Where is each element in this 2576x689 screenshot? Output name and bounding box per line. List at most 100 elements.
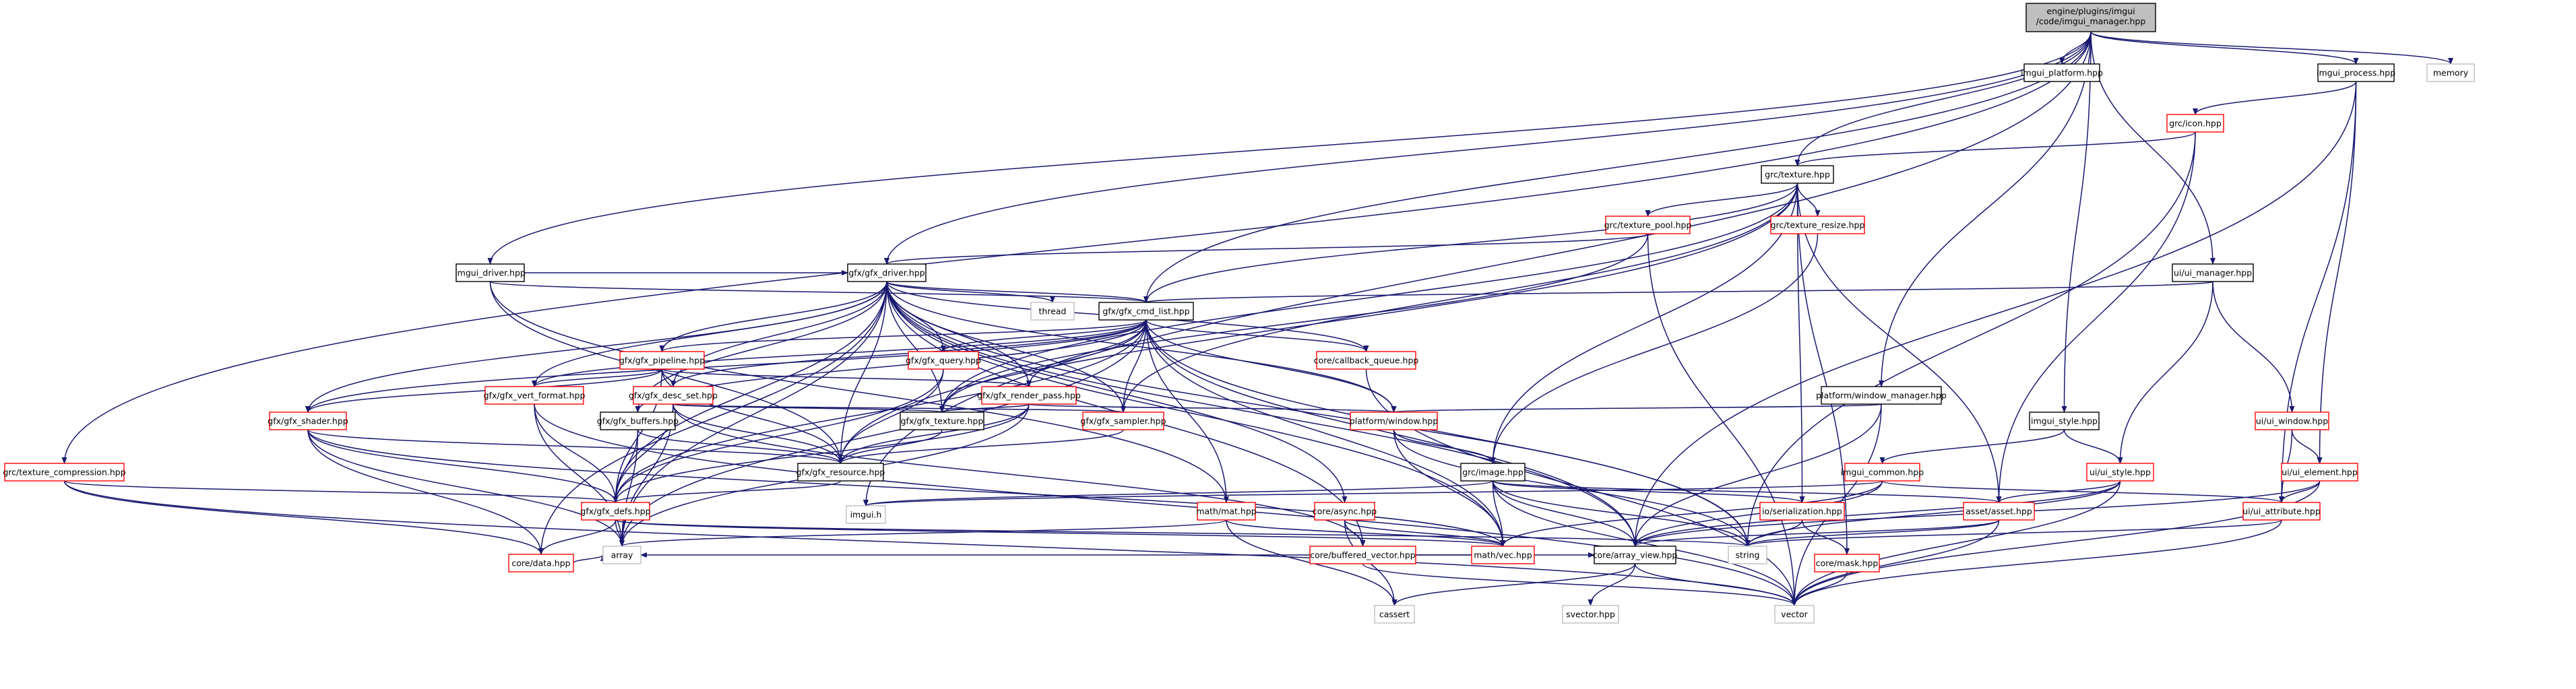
edge-gfx_cmd_list-to-callback_queue <box>1145 319 1369 352</box>
edge-ui_element-to-vector <box>1792 480 2321 606</box>
node-buffered-vector[interactable]: core/buffered_vector.hpp <box>1309 546 1416 564</box>
node-imgui-driver[interactable]: imgui_driver.hpp <box>455 263 526 282</box>
node-callback-queue[interactable]: core/callback_queue.hpp <box>1314 351 1419 370</box>
node-texture-resize[interactable]: grc/texture_resize.hpp <box>1770 216 1865 234</box>
node-box <box>2317 63 2395 82</box>
node-ui-style[interactable]: ui/ui_style.hpp <box>2086 463 2154 482</box>
edge-window-to-vec <box>1393 429 1506 547</box>
node-box <box>1316 351 1416 370</box>
edge-root-to-imgui_style <box>2061 31 2092 413</box>
edge-image-to-asset <box>1492 480 2002 503</box>
edge-gfx_cmd_list-to-mat <box>1145 319 1229 503</box>
node-label: gfx/gfx_sampler.hpp <box>1080 416 1166 426</box>
node-label: grc/image.hpp <box>1462 467 1523 478</box>
node-gfx-render-pass[interactable]: gfx/gfx_render_pass.hpp <box>977 386 1081 405</box>
node-label: io/serialization.hpp <box>1762 506 1842 517</box>
node-box <box>1562 605 1619 624</box>
edge-ui_window-to-ui_element <box>2291 429 2323 464</box>
node-gfx-defs[interactable]: gfx/gfx_defs.hpp <box>580 502 651 521</box>
edge-gfx_shader-to-gfx_resource <box>307 429 844 464</box>
edge-gfx_buffers-to-gfx_resource <box>637 429 844 464</box>
node-gfx-cmd-list[interactable]: gfx/gfx_cmd_list.hpp <box>1098 302 1194 321</box>
node-window[interactable]: platform/window.hpp <box>1350 412 1438 430</box>
node-serialization[interactable]: io/serialization.hpp <box>1759 502 1845 521</box>
node-gfx-texture[interactable]: gfx/gfx_texture.hpp <box>900 412 984 430</box>
node-box <box>508 554 574 572</box>
node-ui-element[interactable]: ui/ui_element.hpp <box>2281 463 2358 482</box>
node-imgui-platform[interactable]: imgui_platform.hpp <box>2021 63 2103 82</box>
node-box <box>2242 502 2321 521</box>
edge-gfx_defs-to-string <box>615 519 1750 547</box>
edge-imgui_common-to-imgui_h <box>863 480 1883 506</box>
node-label: gfx/gfx_render_pass.hpp <box>977 391 1081 401</box>
node-box <box>1605 216 1691 234</box>
edge-image-to-string <box>1492 480 1751 547</box>
edge-gfx_render_pass-to-gfx_texture <box>939 403 1030 413</box>
node-ui-window[interactable]: ui/ui_window.hpp <box>2255 412 2329 430</box>
edge-texture-to-image <box>1490 183 1798 464</box>
edge-gfx_driver-to-gfx_resource <box>838 281 887 464</box>
node-mask[interactable]: core/mask.hpp <box>1814 554 1880 572</box>
node-data[interactable]: core/data.hpp <box>508 554 574 572</box>
node-box <box>1309 546 1416 564</box>
node-asset[interactable]: asset/asset.hpp <box>1963 502 2035 521</box>
node-label: gfx/gfx_pipeline.hpp <box>619 356 705 366</box>
node-imgui-style[interactable]: imgui_style.hpp <box>2029 412 2100 430</box>
edge-gfx_cmd_list-to-gfx_texture <box>939 319 1147 413</box>
edge-imgui_common-to-vec <box>1500 480 1883 547</box>
edge-gfx_driver-to-gfx_texture <box>886 281 945 413</box>
node-icon[interactable]: grc/icon.hpp <box>2166 114 2224 133</box>
node-label: imgui_style.hpp <box>2031 416 2098 426</box>
node-imgui-common[interactable]: imgui_common.hpp <box>1841 463 1924 482</box>
node-gfx-query[interactable]: gfx/gfx_query.hpp <box>906 351 981 370</box>
edge-gfx_query-to-gfx_resource <box>838 368 944 464</box>
node-label: core/buffered_vector.hpp <box>1310 550 1416 560</box>
node-gfx-shader[interactable]: gfx/gfx_shader.hpp <box>268 412 348 430</box>
node-vec[interactable]: math/vec.hpp <box>1471 546 1535 564</box>
node-ui-attribute[interactable]: ui/ui_attribute.hpp <box>2242 502 2321 521</box>
node-label: string <box>1736 550 1760 560</box>
node-box <box>2281 463 2358 482</box>
node-texture-compression[interactable]: grc/texture_compression.hpp <box>3 463 126 482</box>
edge-imgui_process-to-array_view <box>1632 81 2357 547</box>
node-array-view[interactable]: core/array_view.hpp <box>1593 546 1678 564</box>
edge-gfx_defs-to-data <box>538 519 617 555</box>
node-async[interactable]: core/async.hpp <box>1313 502 1377 521</box>
node-label: gfx/gfx_query.hpp <box>906 356 981 366</box>
node-gfx-desc-set[interactable]: gfx/gfx_desc_set.hpp <box>629 386 718 405</box>
node-ui-manager[interactable]: ui/ui_manager.hpp <box>2172 263 2254 282</box>
edge-gfx_driver-to-gfx_sampler <box>886 281 1126 413</box>
edge-gfx_vert_format-to-gfx_defs <box>534 403 619 503</box>
node-layer: engine/plugins/imgui/code/imgui_manager.… <box>3 3 2475 624</box>
edge-gfx_resource-to-gfx_defs <box>612 480 842 503</box>
node-box <box>1350 412 1438 430</box>
node-gfx-resource[interactable]: gfx/gfx_resource.hpp <box>796 463 885 482</box>
node-image[interactable]: grc/image.hpp <box>1460 463 1526 482</box>
node-mat[interactable]: math/mat.hpp <box>1196 502 1257 521</box>
node-gfx-sampler[interactable]: gfx/gfx_sampler.hpp <box>1080 412 1166 430</box>
node-label: gfx/gfx_driver.hpp <box>848 268 924 278</box>
edge-texture-to-asset <box>1796 183 2002 503</box>
node-gfx-pipeline[interactable]: gfx/gfx_pipeline.hpp <box>619 351 705 370</box>
node-gfx-driver[interactable]: gfx/gfx_driver.hpp <box>847 263 926 282</box>
node-label: grc/texture_pool.hpp <box>1604 220 1692 230</box>
node-cassert: cassert <box>1374 605 1415 624</box>
node-window-manager[interactable]: platform/window_manager.hpp <box>1816 386 1947 405</box>
node-imgui-process[interactable]: imgui_process.hpp <box>2317 63 2395 82</box>
node-box <box>2172 263 2254 282</box>
edge-mat-to-vec <box>1226 519 1506 547</box>
node-label: gfx/gfx_vert_format.hpp <box>484 391 586 401</box>
node-memory: memory <box>2426 63 2475 82</box>
node-label: gfx/gfx_desc_set.hpp <box>629 391 718 401</box>
edge-imgui_common-to-array_view <box>1632 480 1883 547</box>
node-box <box>619 351 705 370</box>
node-gfx-buffers[interactable]: gfx/gfx_buffers.hpp <box>597 412 679 430</box>
node-gfx-vert-format[interactable]: gfx/gfx_vert_format.hpp <box>484 386 586 405</box>
node-label: grc/texture_resize.hpp <box>1771 220 1865 230</box>
node-label: imgui_driver.hpp <box>455 268 526 278</box>
node-texture[interactable]: grc/texture.hpp <box>1761 165 1834 184</box>
node-texture-pool[interactable]: grc/texture_pool.hpp <box>1604 216 1692 234</box>
node-label: platform/window_manager.hpp <box>1816 391 1947 401</box>
edge-texture_compression-to-data <box>63 480 544 555</box>
